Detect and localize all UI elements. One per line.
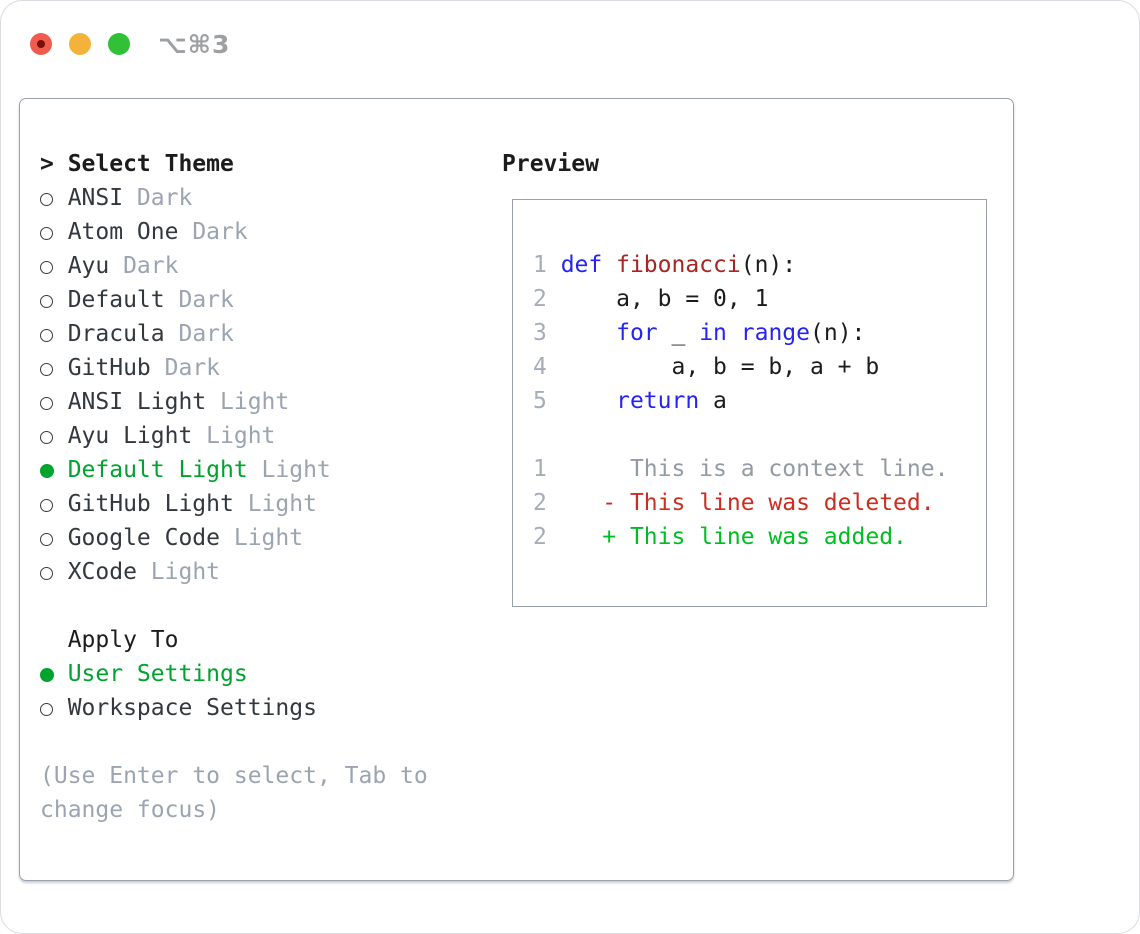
select-theme-title: Select Theme bbox=[67, 151, 234, 177]
code-line: 3 for _ in range(n): bbox=[533, 316, 986, 350]
line-number: 4 bbox=[533, 354, 547, 380]
variant-badge: Dark bbox=[164, 355, 221, 381]
radio-selected-icon bbox=[40, 464, 54, 478]
radio-icon bbox=[40, 193, 53, 206]
minimize-button[interactable] bbox=[69, 33, 91, 55]
radio-icon bbox=[40, 329, 53, 342]
variant-badge: Dark bbox=[192, 219, 248, 245]
line-number: 3 bbox=[533, 320, 547, 346]
variant-badge: Light bbox=[206, 423, 276, 449]
spacer bbox=[40, 589, 502, 623]
radio-icon bbox=[40, 431, 53, 444]
cursor-icon: > bbox=[40, 151, 54, 177]
apply-to-title: Apply To bbox=[67, 627, 179, 653]
line-number: 5 bbox=[533, 388, 547, 414]
radio-selected-icon bbox=[40, 668, 54, 682]
spacer bbox=[533, 418, 986, 452]
line-number: 2 bbox=[533, 490, 547, 516]
variant-badge: Light bbox=[220, 389, 290, 415]
variant-badge: Dark bbox=[123, 253, 179, 279]
line-number: 1 bbox=[533, 252, 547, 278]
window-title: ⌥⌘3 bbox=[158, 29, 231, 59]
code-line: 5 return a bbox=[533, 384, 986, 418]
variant-badge: Dark bbox=[178, 321, 234, 347]
radio-icon bbox=[40, 703, 53, 716]
radio-icon bbox=[40, 363, 53, 376]
radio-icon bbox=[40, 397, 53, 410]
titlebar: ⌥⌘3 bbox=[1, 1, 1139, 60]
radio-icon bbox=[40, 227, 53, 240]
variant-badge: Dark bbox=[136, 185, 193, 211]
radio-icon bbox=[40, 567, 53, 580]
diff-context-line: 1 This is a context line. bbox=[533, 452, 986, 486]
code-line: 4 a, b = b, a + b bbox=[533, 350, 986, 384]
preview-title: Preview bbox=[502, 151, 599, 177]
apply-option-workspace-settings[interactable]: Workspace Settings bbox=[40, 691, 502, 725]
variant-badge: Light bbox=[247, 491, 317, 517]
diff-added-line: 2 + This line was added. bbox=[533, 520, 986, 554]
diff-deleted-line: 2 - This line was deleted. bbox=[533, 486, 986, 520]
line-number: 1 bbox=[533, 456, 547, 482]
radio-icon bbox=[40, 533, 53, 546]
radio-icon bbox=[40, 295, 53, 308]
line-number: 2 bbox=[533, 286, 547, 312]
unsaved-indicator-icon bbox=[37, 40, 45, 48]
zoom-button[interactable] bbox=[108, 33, 130, 55]
keyboard-hint: (Use Enter to select, Tab to change focu… bbox=[40, 763, 428, 823]
close-button[interactable] bbox=[30, 33, 52, 55]
preview-header: Preview bbox=[502, 147, 1013, 181]
variant-badge: Light bbox=[261, 457, 331, 483]
variant-badge: Dark bbox=[178, 287, 234, 313]
apply-option-user-settings[interactable]: User Settings bbox=[40, 657, 502, 691]
select-theme-header: > Select Theme bbox=[40, 147, 502, 181]
radio-icon bbox=[40, 499, 53, 512]
variant-badge: Light bbox=[150, 559, 221, 585]
variant-badge: Light bbox=[233, 525, 304, 551]
line-number: 2 bbox=[533, 524, 547, 550]
radio-icon bbox=[40, 261, 53, 274]
code-line: 2 a, b = 0, 1 bbox=[533, 282, 986, 316]
apply-to-header: Apply To bbox=[40, 623, 502, 657]
